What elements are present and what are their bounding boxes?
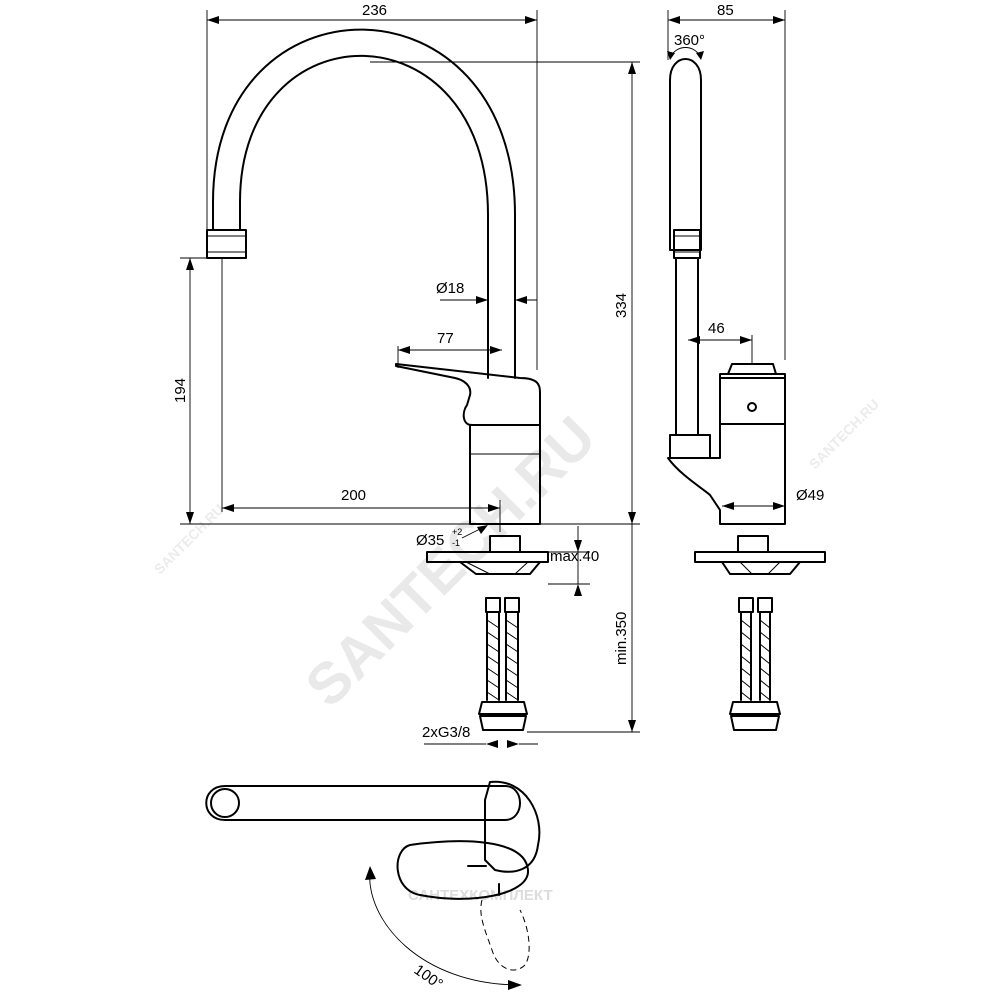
side-spout — [669, 58, 702, 251]
plan-body — [484, 780, 541, 873]
front-mounting-nut — [459, 561, 541, 575]
side-hose-left — [738, 597, 754, 701]
plan-lever — [396, 840, 530, 900]
plan-lever-rotated-outline — [480, 899, 530, 971]
dimension-lines — [180, 10, 786, 748]
front-lever-handle — [395, 363, 541, 426]
plan-lever-rotation-arc — [369, 869, 521, 986]
side-hose-braid — [740, 619, 771, 701]
dim-connection-thread: 2xG3/8 — [422, 724, 470, 741]
dim-mounting-hole-tol-lower: -1 — [452, 538, 460, 548]
dim-handle-length: 77 — [437, 330, 454, 347]
dim-overall-width: 236 — [362, 2, 387, 19]
plan-view — [205, 780, 541, 990]
dim-swivel-angle: 360° — [674, 32, 705, 49]
dim-mounting-hole-tol-upper: +2 — [452, 527, 462, 537]
front-hose-fittings — [478, 701, 528, 731]
dim-lever-angle: 100° — [411, 961, 446, 993]
front-hose-braid — [486, 619, 519, 701]
watermark-layer: SANTECH.RU SANTECH.RU SANTECH.RU САНТЕХК… — [151, 396, 882, 904]
plan-spout — [205, 785, 521, 821]
side-view — [667, 58, 826, 731]
dim-spout-diameter: Ø18 — [436, 280, 464, 297]
dim-max-deck-thickness: max.40 — [550, 548, 599, 565]
front-hose-left — [485, 597, 501, 701]
dim-spout-reach: 200 — [341, 487, 366, 504]
dim-body-diameter: Ø49 — [796, 487, 824, 504]
side-handle-cap — [727, 363, 777, 375]
front-hose-right — [504, 597, 520, 701]
plan-aerator — [210, 788, 240, 818]
front-spout — [212, 28, 516, 379]
side-aerator — [673, 229, 701, 259]
side-spout-base — [669, 434, 711, 459]
dim-outlet-height: 194 — [172, 378, 189, 403]
dim-side-depth: 46 — [708, 320, 725, 337]
dim-overall-height: 334 — [613, 293, 630, 318]
watermark-plan-view: САНТЕХКОМПЛЕКТ — [408, 887, 553, 904]
side-body — [667, 377, 786, 525]
side-deck-plate — [694, 551, 826, 575]
front-aerator — [206, 229, 247, 259]
side-hose-right — [757, 597, 773, 701]
watermark-small-right: SANTECH.RU — [806, 396, 882, 472]
dim-min-hose-length: min.350 — [613, 612, 630, 665]
side-hose-fittings — [729, 701, 781, 731]
side-indicator — [747, 402, 757, 412]
dim-mounting-hole: Ø35 — [416, 532, 444, 549]
dim-side-width: 85 — [717, 2, 734, 19]
